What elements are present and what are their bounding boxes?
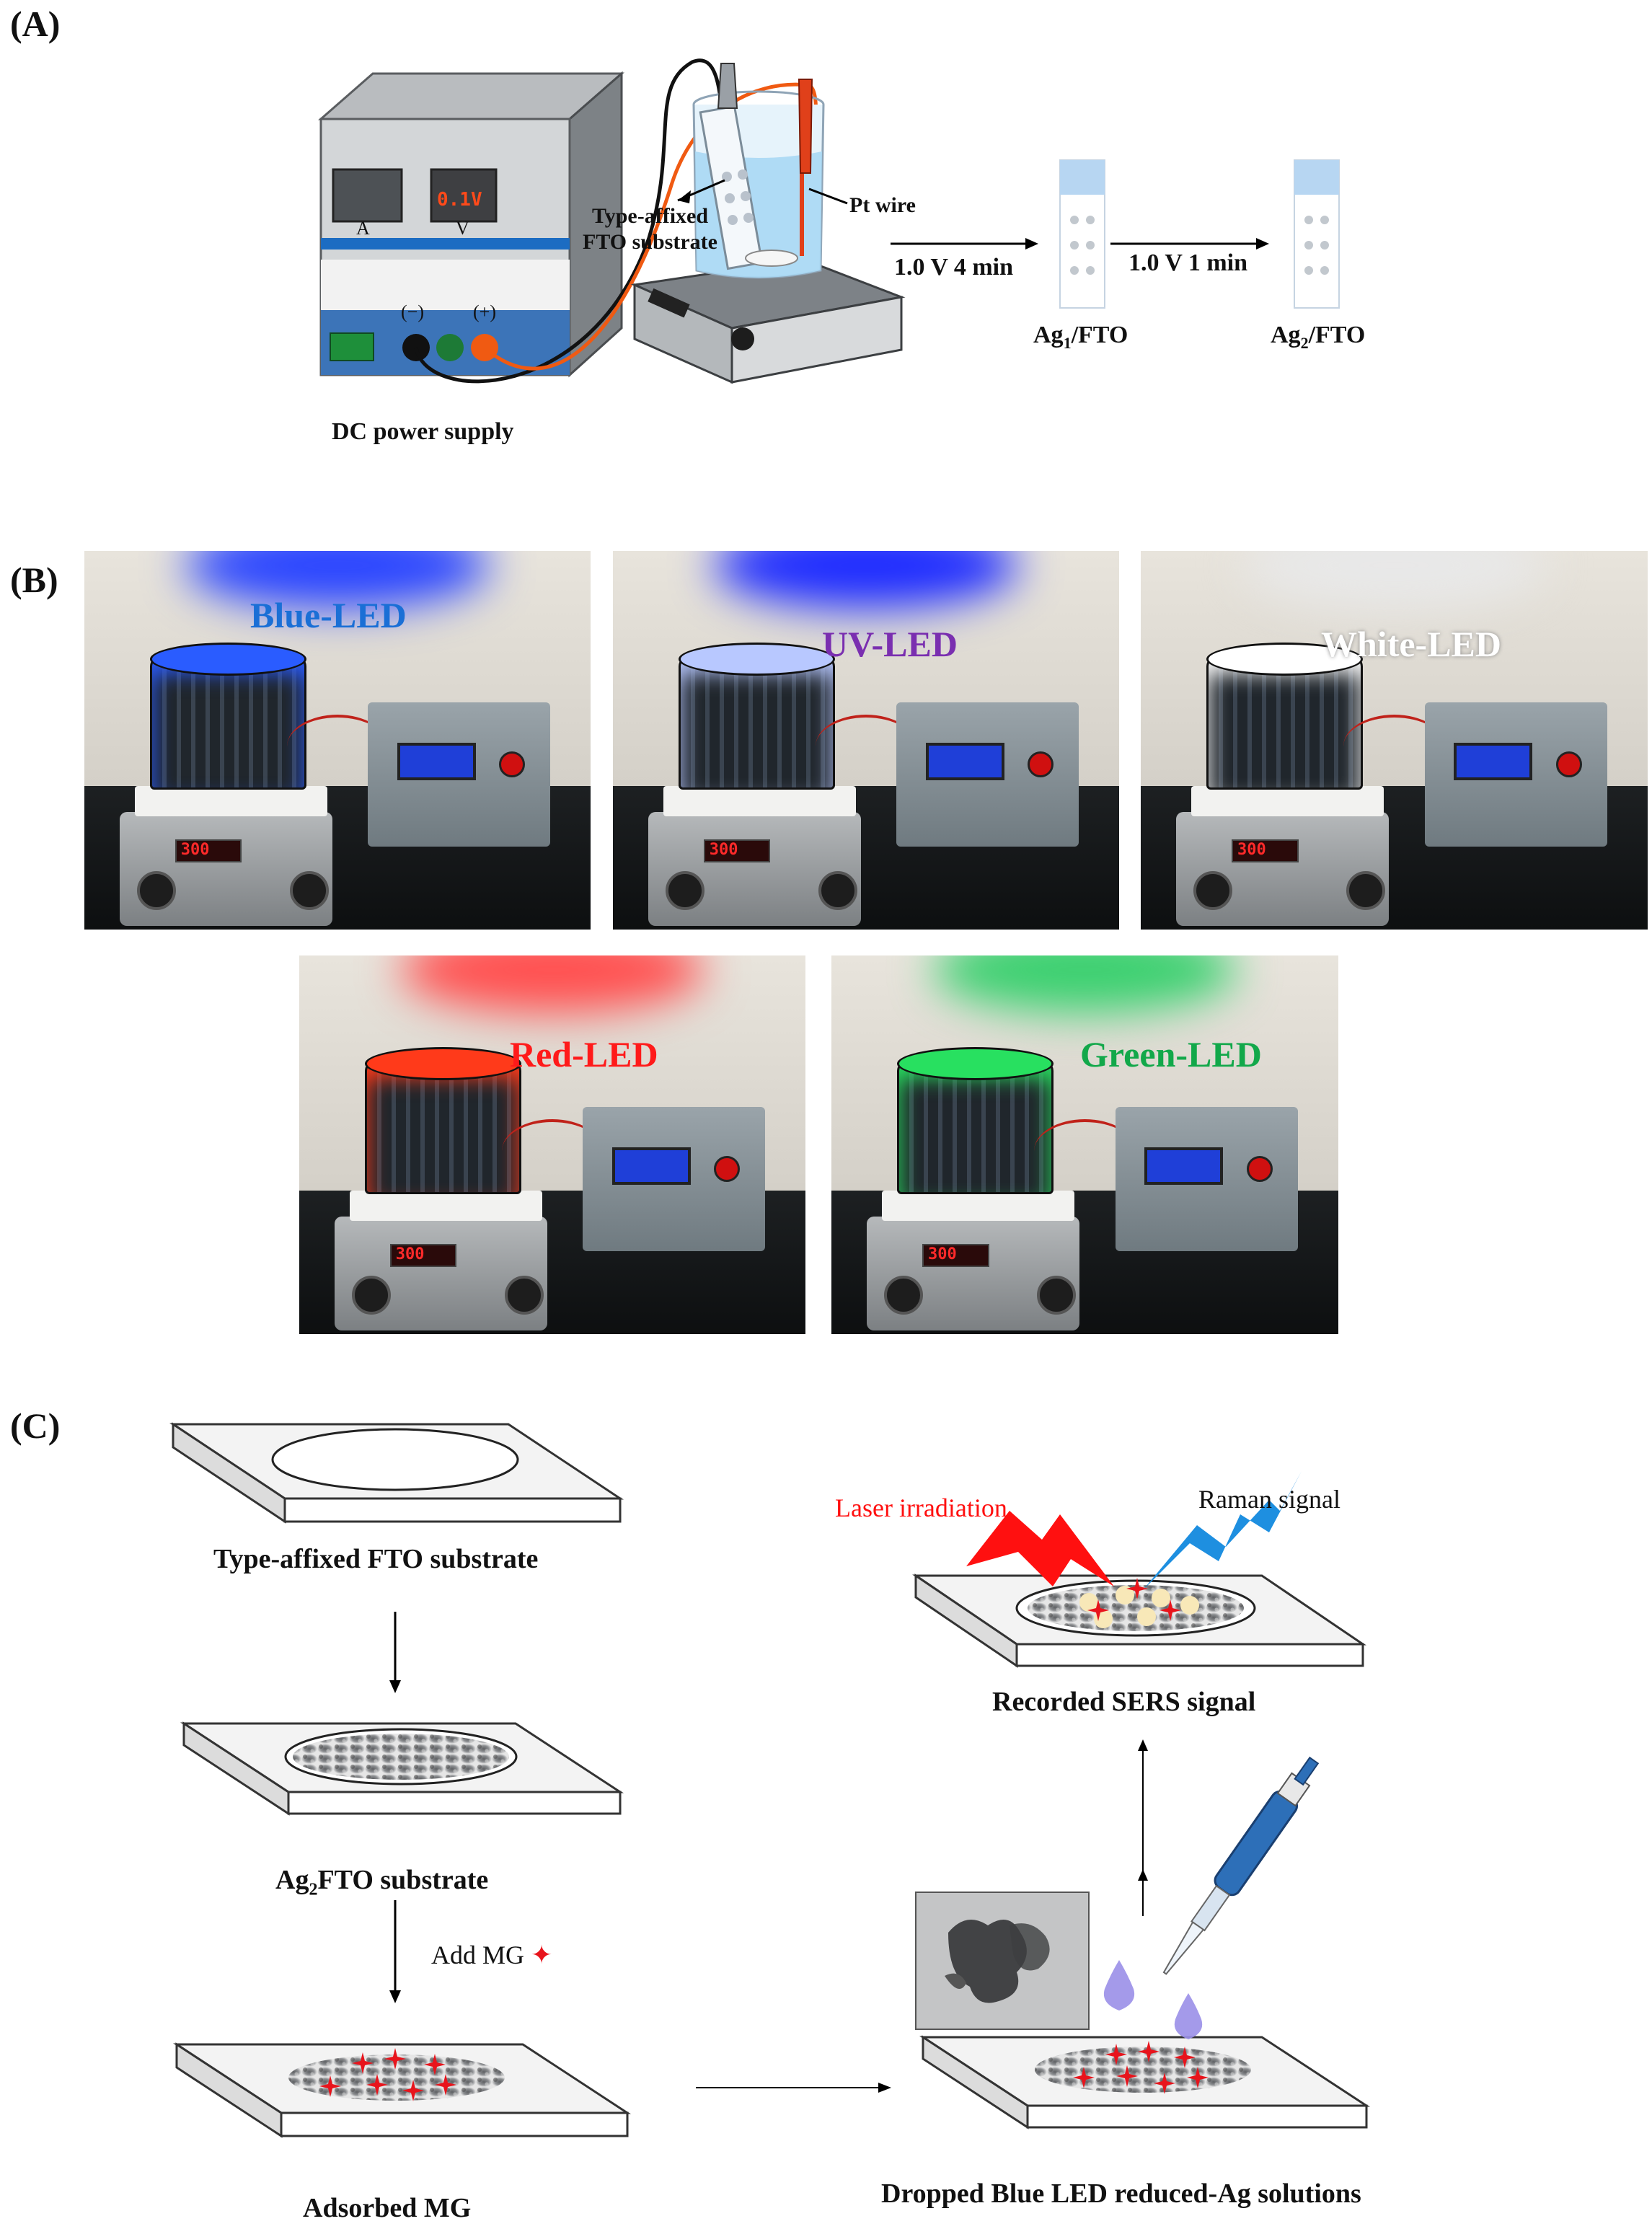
led-reactor [1206,643,1364,790]
substrate-label-line1: Type-affixed [591,204,709,228]
pt-wire-label: Pt wire [849,193,916,217]
ag2-tail: /FTO [1308,322,1366,348]
ag1-fto-slide [1059,159,1105,309]
ag2-sub: 2 [1300,333,1309,352]
panel-b-label: (B) [10,560,58,600]
step2-label: Ag2FTO substrate [275,1864,488,1900]
step5-label: Recorded SERS signal [992,1687,1256,1717]
voltage-readout: 0.1V [437,189,482,211]
ag1-sub: 1 [1063,333,1072,352]
adsorbed-mg-slab [172,2042,632,2138]
stirrer: 300 [335,1217,547,1330]
ag2-main: Ag [1271,322,1301,348]
stirrer-hot-plate [630,258,906,384]
raman-bolt-icon [1143,1471,1302,1590]
photo-uv-led: 300 UV-LED [613,551,1119,930]
stirrer-readout: 300 [709,841,738,860]
step2-tail: FTO substrate [317,1865,489,1895]
controller-box [368,702,550,847]
pipette-icon [1162,1756,1320,1975]
mg-markers-slab4 [1073,2041,1209,2094]
electrodeposition-illustration [318,58,1340,384]
led-reactor [150,643,306,790]
step2-label: 1.0 V 1 min [1128,250,1248,276]
led-label: Red-LED [510,1034,658,1074]
type-affixed-fto-slab [169,1422,624,1524]
photo-blue-led: 300 Blue-LED [84,551,591,930]
panel-c-label: (C) [10,1405,61,1446]
pt-wire-pointer [808,187,848,205]
power-supply-label: DC power supply [332,418,514,445]
stirrer: 300 [120,812,332,926]
negative-terminal-label: (−) [401,301,424,322]
stirrer-readout: 300 [927,1245,957,1264]
led-label: Green-LED [1080,1034,1262,1074]
led-label: Blue-LED [250,595,407,635]
ag2-fto-slab [180,1721,624,1816]
controller-box [583,1107,765,1251]
tem-image-inset [915,1892,1090,2030]
led-label: White-LED [1321,624,1501,664]
laser-label: Laser irradiation [835,1493,1007,1522]
photo-white-led: 300 White-LED [1141,551,1648,930]
led-reactor [679,643,835,790]
step4-label: Dropped Blue LED reduced-Ag solutions [881,2179,1361,2209]
add-mg-text: Add MG [431,1941,525,1969]
step2-main: Ag [275,1865,309,1895]
ammeter-letter: A [356,218,370,239]
controller-box [896,702,1079,847]
mg-marker-icon: ✦ [524,1941,553,1969]
led-reactor [897,1047,1054,1194]
step1-label: Type-affixed FTO substrate [213,1544,539,1574]
mg-markers-slab3 [319,2048,456,2101]
step1-label: 1.0 V 4 min [894,254,1014,281]
add-mg-label: Add MG ✦ [431,1940,552,1970]
ag2-fto-label: Ag2/FTO [1271,322,1365,353]
led-label: UV-LED [822,624,958,664]
panel-a-label: (A) [10,4,61,44]
stirrer: 300 [648,812,861,926]
photo-red-led: 300 Red-LED [299,955,805,1334]
stirrer: 300 [867,1217,1080,1330]
ag1-tail: /FTO [1071,322,1128,348]
dropped-ag-slab [919,2035,1371,2129]
stirrer-readout: 300 [180,841,210,860]
ag2-fto-slide [1294,159,1340,309]
stirrer-readout: 300 [395,1245,425,1264]
droplet-icon [1174,1993,1203,2039]
substrate-label-line2: FTO substrate [583,230,717,254]
stirrer: 300 [1176,812,1390,926]
substrate-label: Type-affixed FTO substrate [583,203,717,255]
led-reactor [365,1047,521,1194]
stirrer-readout: 300 [1237,841,1266,860]
laser-bolt-icon [966,1511,1114,1586]
photo-green-led: 300 Green-LED [831,955,1338,1334]
voltmeter-letter: V [456,218,469,239]
ag1-fto-label: Ag1/FTO [1033,322,1128,353]
step2-sub: 2 [309,1880,318,1899]
sers-workflow-illustration [169,1422,1371,2138]
black-wire [414,58,727,384]
controller-box [1424,702,1607,847]
raman-label: Raman signal [1198,1485,1340,1514]
droplet-icon [1103,1960,1135,2010]
positive-terminal-label: (+) [473,301,496,322]
beaker [692,63,825,279]
controller-box [1115,1107,1298,1251]
step3-label: Adsorbed MG [303,2193,472,2223]
ag1-main: Ag [1033,322,1064,348]
hotspot-markers [1079,1578,1199,1628]
